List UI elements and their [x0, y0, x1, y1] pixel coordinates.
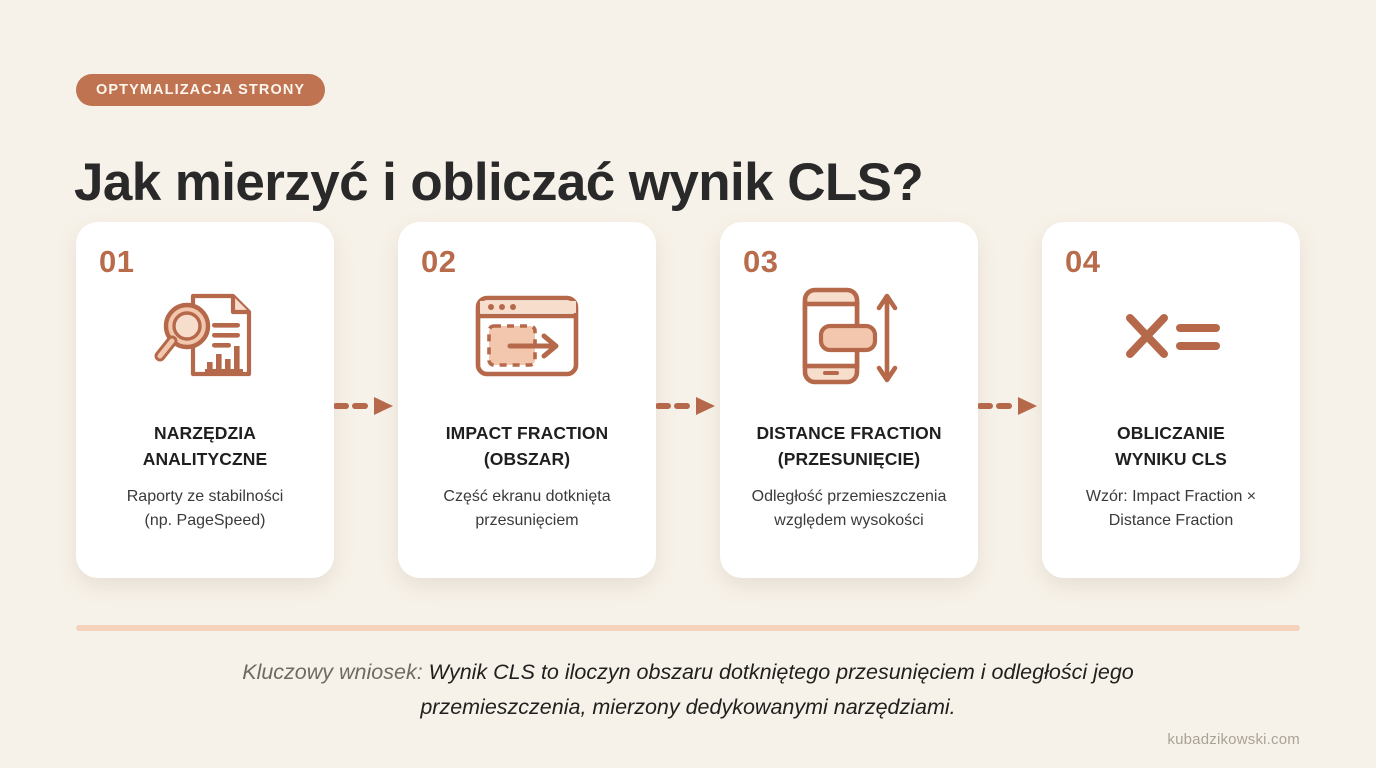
- step-number: 01: [99, 244, 135, 279]
- step-description: Część ekranu dotknięta przesunięciem: [431, 485, 622, 535]
- step-number: 02: [421, 244, 457, 279]
- step-number: 03: [743, 244, 779, 279]
- step-desc-line1: Wzór: Impact Fraction ×: [1085, 487, 1257, 505]
- step-description: Raporty ze stabilności (np. PageSpeed): [115, 485, 296, 535]
- step-title-line1: IMPACT FRACTION: [445, 423, 609, 443]
- page-title: Jak mierzyć i obliczać wynik CLS?: [74, 152, 924, 212]
- document-magnifier-chart-icon: [143, 284, 267, 388]
- step-card-2[interactable]: 02 IMPACT FRACTION (OBSZAR): [398, 222, 656, 578]
- step-title-line2: ANALITYCZNE: [142, 449, 268, 470]
- key-takeaway-line1: Wynik CLS to iloczyn obszaru dotkniętego…: [422, 660, 1088, 684]
- step-desc-line1: Raporty ze stabilności: [126, 487, 284, 505]
- arrow-1-to-2: [333, 395, 398, 417]
- key-takeaway: Kluczowy wniosek: Wynik CLS to iloczyn o…: [188, 655, 1188, 725]
- category-badge: OPTYMALIZACJA STRONY: [76, 74, 326, 106]
- step-desc-line2: (np. PageSpeed): [144, 512, 266, 530]
- multiply-equals-icon: [1109, 284, 1233, 388]
- watermark: kubadzikowski.com: [1167, 731, 1300, 748]
- arrow-2-to-3: [655, 395, 720, 417]
- phone-vertical-distance-icon: [787, 284, 911, 388]
- key-takeaway-line2: jego przemieszczenia, mierzony dedykowan…: [420, 660, 1134, 719]
- step-card-4[interactable]: 04 OBLICZANIE WYNIKU CLS Wzór: Impact Fr…: [1042, 222, 1300, 578]
- step-desc-line2: przesunięciem: [475, 512, 579, 530]
- key-takeaway-label: Kluczowy wniosek:: [242, 660, 423, 684]
- step-description: Odległość przemieszczenia względem wysok…: [740, 485, 959, 535]
- step-number: 04: [1065, 244, 1101, 279]
- step-card-3[interactable]: 03 DISTANCE FRACTION (PRZESUNIĘCIE) Odle…: [720, 222, 978, 578]
- steps-container: 01: [76, 222, 1300, 578]
- arrow-3-to-4: [977, 395, 1042, 417]
- step-description: Wzór: Impact Fraction × Distance Fractio…: [1074, 485, 1268, 535]
- step-desc-line2: względem wysokości: [774, 512, 924, 530]
- step-card-1[interactable]: 01: [76, 222, 334, 578]
- step-title: OBLICZANIE WYNIKU CLS: [1107, 420, 1235, 473]
- step-title-line1: OBLICZANIE: [1117, 423, 1225, 443]
- step-title-line1: DISTANCE FRACTION: [756, 423, 942, 443]
- step-title: IMPACT FRACTION (OBSZAR): [438, 420, 617, 473]
- section-divider: [76, 625, 1300, 631]
- step-title-line2: (OBSZAR): [483, 449, 571, 470]
- step-title: DISTANCE FRACTION (PRZESUNIĘCIE): [748, 420, 949, 473]
- step-title-line2: WYNIKU CLS: [1115, 449, 1227, 470]
- browser-shift-area-icon: [465, 284, 589, 388]
- step-desc-line2: Distance Fraction: [1108, 512, 1234, 530]
- step-desc-line1: Część ekranu dotknięta: [443, 487, 611, 505]
- step-title-line1: NARZĘDZIA: [153, 423, 256, 443]
- step-title-line2: (PRZESUNIĘCIE): [777, 449, 921, 470]
- step-title: NARZĘDZIA ANALITYCZNE: [135, 420, 276, 473]
- step-desc-line1: Odległość przemieszczenia: [751, 487, 947, 505]
